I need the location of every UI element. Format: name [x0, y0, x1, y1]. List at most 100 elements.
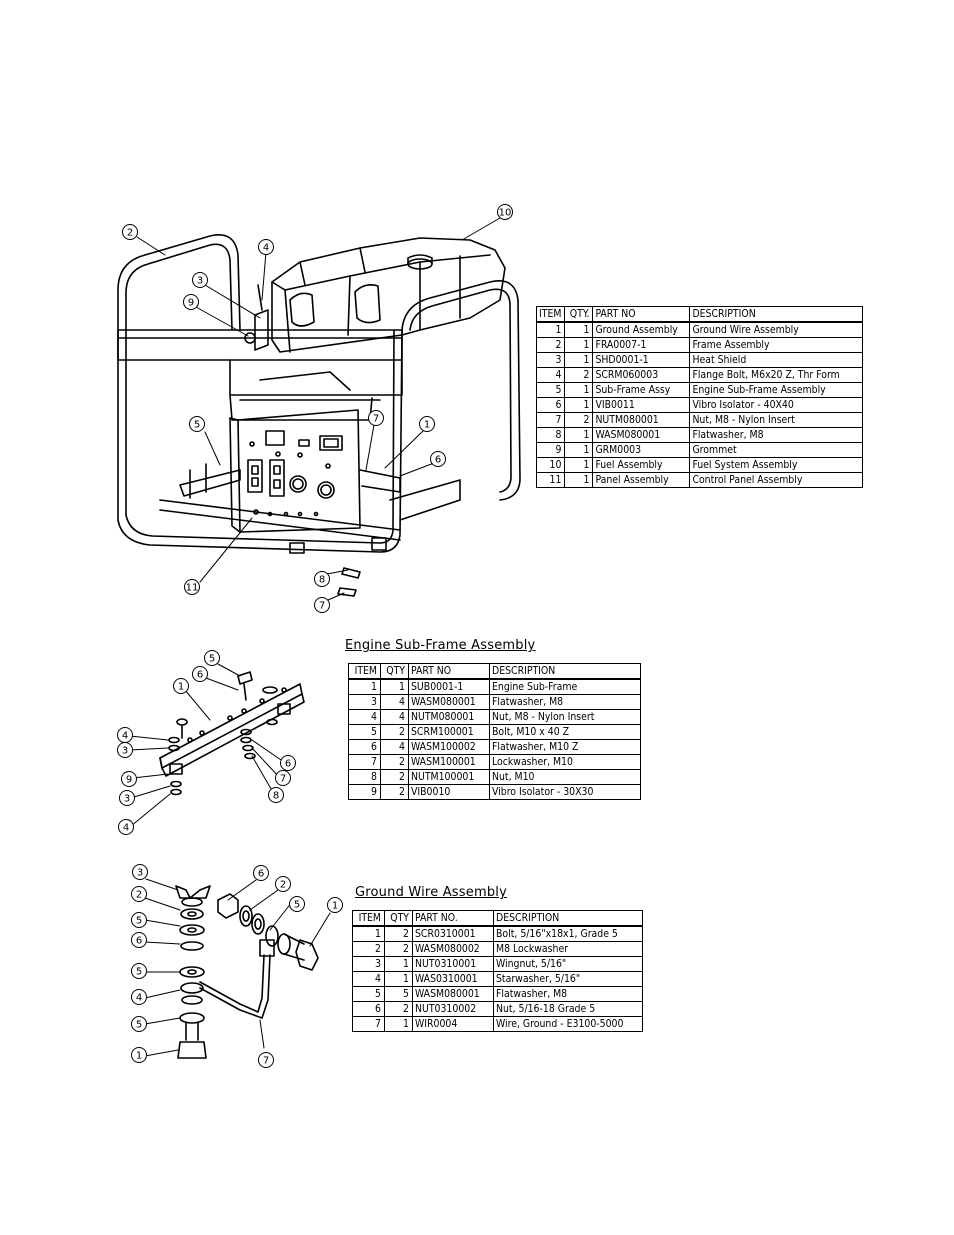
table-cell: 1: [384, 956, 413, 972]
callout-number: 6: [435, 455, 441, 466]
groundwire-callout-8: 1: [131, 1047, 147, 1063]
callout-number: 2: [127, 228, 133, 239]
table-cell: 9: [348, 784, 381, 800]
callout-number: 5: [136, 1020, 142, 1031]
table-cell: NUTM080001: [408, 709, 490, 725]
groundwire-callout-13: 7: [258, 1052, 274, 1068]
column-header: DESCRIPTION: [489, 663, 641, 680]
table-cell: Sub-Frame Assy: [592, 382, 691, 398]
groundwire-callout-3: 5: [131, 912, 147, 928]
table-cell: Flange Bolt, M6x20 Z, Thr Form: [689, 367, 864, 383]
table-cell: 5: [535, 382, 566, 398]
callout-number: 5: [294, 900, 300, 911]
table-cell: 1: [535, 321, 566, 338]
column-header: DESCRIPTION: [493, 910, 643, 927]
table-cell: Frame Assembly: [689, 337, 864, 353]
callout-number: 4: [123, 823, 129, 834]
groundwire-callout-9: 6: [253, 865, 269, 881]
groundwire-leader-lines: [144, 878, 331, 1057]
table-cell: WASM100001: [408, 754, 490, 770]
callout-number: 4: [136, 993, 142, 1004]
column-header: ITEM: [348, 663, 381, 680]
table-cell: 1: [564, 352, 594, 368]
subframe-callout-1: 5: [204, 650, 220, 666]
table-cell: 5: [348, 724, 381, 740]
callout-number: 3: [124, 794, 130, 805]
table-cell: SHD0001-1: [592, 352, 691, 368]
callout-number: 3: [197, 276, 203, 287]
table-cell: 2: [535, 337, 566, 353]
subframe-leader-lines: [129, 663, 285, 827]
groundwire-caption: Ground Wire Assembly: [355, 885, 507, 900]
callout-number: 1: [424, 420, 430, 431]
main-callout-12: 7: [314, 597, 330, 613]
table-cell: VIB0010: [408, 784, 490, 800]
callout-number: 8: [273, 791, 279, 802]
table-cell: 7: [352, 1016, 385, 1032]
callout-number: 10: [499, 208, 512, 219]
table-cell: 1: [564, 321, 594, 338]
table-cell: Fuel Assembly: [592, 457, 691, 473]
callout-number: 2: [136, 890, 142, 901]
main-callout-11: 8: [314, 571, 330, 587]
table-cell: WASM080002: [412, 941, 494, 957]
table-cell: 1: [352, 925, 385, 942]
table-cell: GRM0003: [592, 442, 691, 458]
table-cell: 2: [352, 941, 385, 957]
callout-number: 4: [263, 243, 269, 254]
table-cell: 1: [384, 971, 413, 987]
table-cell: Flatwasher, M8: [489, 694, 641, 710]
main-callout-8: 1: [419, 416, 435, 432]
table-cell: M8 Lockwasher: [493, 941, 643, 957]
callout-number: 3: [122, 746, 128, 757]
table-cell: 3: [352, 956, 385, 972]
table-cell: NUTM100001: [408, 769, 490, 785]
table-cell: 4: [380, 694, 409, 710]
callout-number: 5: [136, 916, 142, 927]
table-cell: WASM080001: [408, 694, 490, 710]
subframe-drawing: [159, 671, 305, 796]
table-cell: Heat Shield: [689, 352, 864, 368]
callout-number: 7: [319, 601, 325, 612]
groundwire-callout-6: 4: [131, 989, 147, 1005]
column-header: ITEM: [352, 910, 385, 927]
table-cell: 5: [384, 986, 413, 1002]
table-cell: SUB0001-1: [408, 678, 490, 695]
table-cell: 6: [352, 1001, 385, 1017]
table-cell: 2: [380, 724, 409, 740]
table-cell: SCRM060003: [592, 367, 691, 383]
main-leader-lines: [136, 217, 501, 601]
table-cell: Wire, Ground - E3100-5000: [493, 1016, 643, 1032]
table-cell: 3: [348, 694, 381, 710]
callout-number: 11: [186, 583, 199, 594]
callout-number: 6: [197, 670, 203, 681]
table-cell: 2: [384, 941, 413, 957]
subframe-callout-2: 6: [192, 666, 208, 682]
control-panel: [179, 409, 401, 533]
table-cell: NUT0310001: [412, 956, 494, 972]
table-cell: WASM080001: [592, 427, 691, 443]
column-header: PART NO: [408, 663, 490, 680]
table-cell: WAS0310001: [412, 971, 494, 987]
subframe-callout-6: 9: [121, 771, 137, 787]
table-cell: 6: [535, 397, 566, 413]
table-cell: 1: [564, 337, 594, 353]
table-cell: 1: [384, 1016, 413, 1032]
column-header: PART NO.: [412, 910, 494, 927]
callout-number: 1: [332, 901, 338, 912]
table-cell: Bolt, M10 x 40 Z: [489, 724, 641, 740]
table-cell: Wingnut, 5/16": [493, 956, 643, 972]
